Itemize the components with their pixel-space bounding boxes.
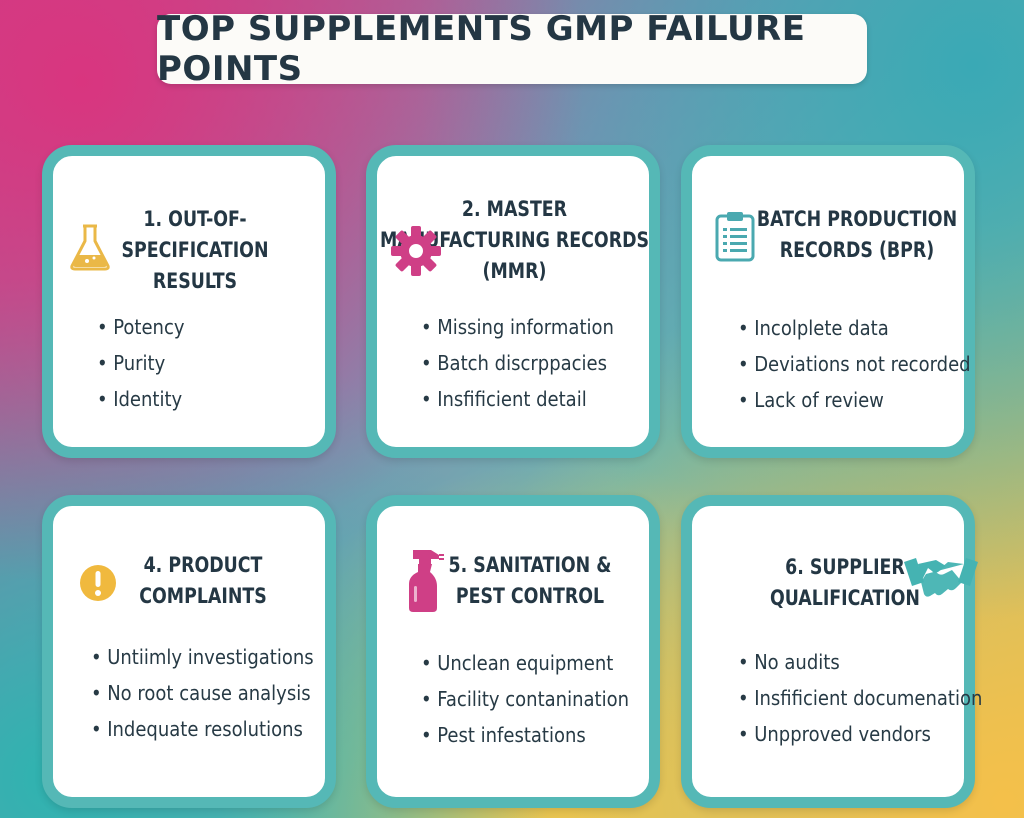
bullet-list: Unclean equipment Facility contanination… xyxy=(421,645,652,753)
bullet-list: Missing information Batch discrppacies I… xyxy=(421,309,635,417)
clipboard-icon xyxy=(715,212,755,262)
spray-bottle-icon xyxy=(409,550,444,612)
bullet-list: Potency Purity Identity xyxy=(97,309,194,417)
card-title: 4. PRODUCT COMPLAINTS xyxy=(139,553,267,608)
list-item: Missing information xyxy=(421,309,614,345)
gear-icon xyxy=(391,226,441,276)
card-batch-production-records: BATCH PRODUCTION RECORDS (BPR) Incolplet… xyxy=(681,145,975,458)
bullet-list: No audits Insfificient documenation Unpp… xyxy=(738,644,1010,752)
card-out-of-specification: 1. OUT-OF-SPECIFICATION RESULTS Potency … xyxy=(42,145,336,458)
list-item: Unpproved vendors xyxy=(738,716,982,752)
list-item: Facility contanination xyxy=(421,681,629,717)
alert-icon xyxy=(80,565,116,601)
bullet-list: Untiimly investigations No root cause an… xyxy=(91,639,338,747)
card-supplier-qualification: 6. SUPPLIER QUALIFICATION No audits Insf… xyxy=(681,495,982,808)
title-banner: TOP SUPPLEMENTS GMP FAILURE POINTS xyxy=(157,9,867,89)
list-item: Identity xyxy=(97,381,185,417)
list-item: Untiimly investigations xyxy=(91,639,313,675)
list-item: Batch discrppacies xyxy=(421,345,614,381)
list-item: No audits xyxy=(738,644,982,680)
list-item: Unclean equipment xyxy=(421,645,629,681)
list-item: Incolplete data xyxy=(738,310,971,346)
list-item: Indequate resolutions xyxy=(91,711,314,747)
list-item: Purity xyxy=(97,345,185,381)
list-item: No root cause analysis xyxy=(91,675,314,711)
page-title: TOP SUPPLEMENTS GMP FAILURE POINTS xyxy=(157,9,806,89)
flask-icon xyxy=(70,224,110,271)
bullet-list: Incolplete data Deviations not recorded … xyxy=(738,310,996,418)
list-item: Insfificient documenation xyxy=(738,680,982,716)
handshake-icon xyxy=(904,558,978,597)
card-title: 6. SUPPLIER QUALIFICATION xyxy=(770,555,920,610)
card-product-complaints: 4. PRODUCT COMPLAINTS Untiimly investiga… xyxy=(42,495,336,808)
list-item: Lack of review xyxy=(738,382,971,418)
list-item: Deviations not recorded xyxy=(738,346,970,382)
list-item: Potency xyxy=(97,309,184,345)
card-sanitation-pest-control: 5. SANITATION & PEST CONTROL Unclean equ… xyxy=(366,495,660,808)
list-item: Insfificient detail xyxy=(421,381,614,417)
list-item: Pest infestations xyxy=(421,717,629,753)
card-title: BATCH PRODUCTION RECORDS (BPR) xyxy=(756,207,958,262)
card-master-manufacturing-records: 2. MASTER MANUFACTURING RECORDS (MMR) Mi… xyxy=(366,145,660,458)
card-title: 1. OUT-OF-SPECIFICATION RESULTS xyxy=(121,207,269,293)
card-title: 5. SANITATION & PEST CONTROL xyxy=(448,553,612,608)
